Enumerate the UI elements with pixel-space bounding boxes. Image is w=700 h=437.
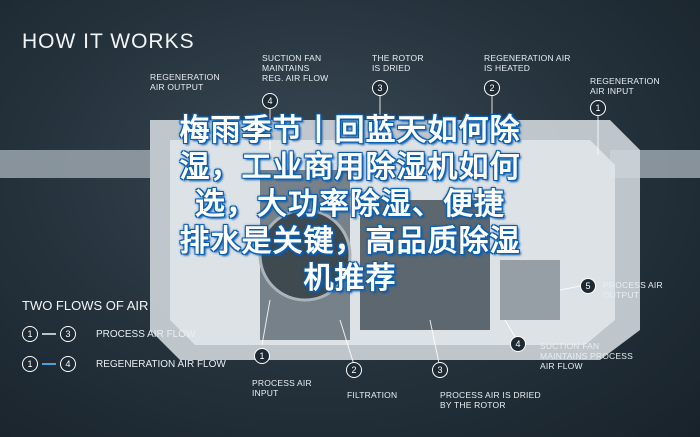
legend-title: TWO FLOWS OF AIR: [22, 298, 149, 313]
label-process-dried: PROCESS AIR IS DRIED BY THE ROTOR: [440, 390, 541, 410]
marker-5-right: 5: [580, 278, 596, 294]
label-regen-heated: REGENERATION AIR IS HEATED: [484, 53, 571, 73]
overlay-line: 排水是关键，高品质除湿: [179, 224, 521, 259]
label-regen-air-input: REGENERATION AIR INPUT: [590, 76, 660, 96]
label-filtration: FILTRATION: [347, 390, 398, 400]
process-chamber: [360, 200, 490, 330]
overlay-line: 机推荐: [303, 261, 397, 296]
rotor-wheel: [258, 208, 352, 302]
marker-1-bottom: 1: [254, 348, 270, 364]
legend-row-process: 1 3 PROCESS AIR FLOW: [22, 326, 195, 342]
fan-housing: [500, 260, 560, 320]
label-suction-fan-regen: SUCTION FAN MAINTAINS REG. AIR FLOW: [262, 53, 329, 83]
marker-3-top: 3: [372, 80, 388, 96]
legend-from-circle: 1: [22, 356, 38, 372]
marker-2-bottom: 2: [346, 362, 362, 378]
legend-to-circle: 4: [60, 356, 76, 372]
label-regeneration-air-output: REGENERATION AIR OUTPUT: [150, 72, 220, 92]
marker-3-bottom: 3: [432, 362, 448, 378]
overlay-headline: 梅雨季节丨回蓝天如何除 湿，工业商用除湿机如何 选，大功率除湿、便捷 排水是关键…: [90, 112, 610, 297]
label-process-air-output: PROCESS AIR OUTPUT: [603, 280, 663, 300]
label-rotor-dried: THE ROTOR IS DRIED: [372, 53, 424, 73]
marker-2-top: 2: [484, 80, 500, 96]
legend-regeneration-label: REGENERATION AIR FLOW: [96, 358, 226, 370]
legend-to-circle: 3: [60, 326, 76, 342]
legend-row-regeneration: 1 4 REGENERATION AIR FLOW: [22, 356, 226, 372]
legend-from-circle: 1: [22, 326, 38, 342]
page-title: HOW IT WORKS: [22, 30, 195, 53]
legend-regeneration-line: [42, 363, 56, 365]
marker-4-right: 4: [510, 336, 526, 352]
legend-process-line: [42, 333, 56, 335]
overlay-line: 选，大功率除湿、便捷: [195, 187, 505, 222]
marker-4-top: 4: [262, 93, 278, 109]
marker-1-top: 1: [590, 100, 606, 116]
label-process-air-input: PROCESS AIR INPUT: [252, 378, 312, 398]
label-suction-fan-process: SUCTION FAN MAINTAINS PROCESS AIR FLOW: [540, 341, 633, 371]
overlay-line: 湿，工业商用除湿机如何: [179, 150, 521, 185]
overlay-line: 梅雨季节丨回蓝天如何除: [179, 113, 521, 148]
legend-process-label: PROCESS AIR FLOW: [96, 328, 196, 340]
regen-output-duct: [0, 150, 150, 178]
